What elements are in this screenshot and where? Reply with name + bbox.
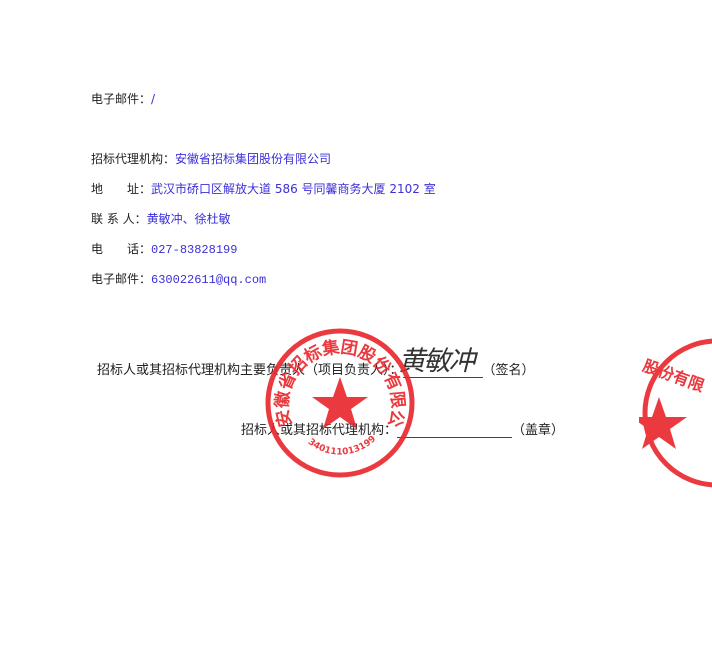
label: 招标人或其招标代理机构： — [241, 423, 398, 438]
suffix: （盖章） — [512, 423, 565, 438]
signature-line: 黄敏冲 — [399, 346, 483, 378]
label: 电 话： — [91, 242, 152, 256]
star-icon — [639, 397, 687, 449]
seal-line — [397, 421, 513, 438]
label: 招标代理机构： — [91, 152, 176, 166]
label: 地 址： — [91, 182, 152, 196]
value: 黄敏冲、徐杜敏 — [146, 212, 231, 226]
company-seal-partial: 股份有限 — [639, 338, 712, 488]
agency-address-row: 地 址：武汉市硚口区解放大道 586 号同馨商务大厦 2102 室 — [91, 180, 436, 197]
value: 630022611@qq.com — [151, 273, 267, 287]
agency-name-row: 招标代理机构：安徽省招标集团股份有限公司 — [91, 150, 331, 167]
company-seal: 安徽省招标集团股份有限公司 3401110131992 — [262, 325, 415, 478]
star-icon — [312, 377, 368, 429]
suffix: （签名） — [482, 363, 535, 378]
value: 安徽省招标集团股份有限公司 — [175, 152, 332, 166]
label: 电子邮件： — [91, 92, 152, 106]
handwritten-signature: 黄敏冲 — [398, 346, 476, 377]
label: 联 系 人： — [91, 212, 147, 226]
top-email-row: 电子邮件：/ — [91, 90, 155, 107]
agency-contact-row: 联 系 人：黄敏冲、徐杜敏 — [91, 210, 231, 227]
org-seal-row: 招标人或其招标代理机构： （盖章） — [241, 419, 564, 438]
label: 招标人或其招标代理机构主要负责人（项目负责人）： — [97, 363, 403, 378]
agency-phone-row: 电 话：027-83828199 — [91, 240, 237, 257]
agency-email-row: 电子邮件：630022611@qq.com — [91, 270, 266, 287]
label: 电子邮件： — [91, 272, 152, 286]
head-signature-row: 招标人或其招标代理机构主要负责人（项目负责人）：黄敏冲 （签名） — [97, 346, 535, 378]
value: 武汉市硚口区解放大道 586 号同馨商务大厦 2102 室 — [151, 182, 436, 196]
value: 027-83828199 — [151, 243, 238, 257]
value: / — [151, 92, 156, 106]
